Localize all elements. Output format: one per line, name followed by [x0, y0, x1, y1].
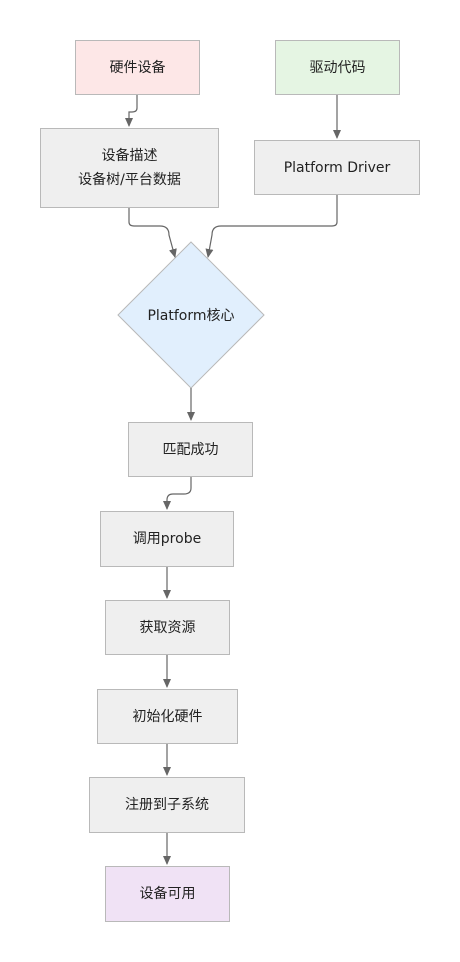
node-call-probe-label: 调用probe: [132, 531, 202, 547]
node-platform-driver-label: Platform Driver: [283, 159, 391, 176]
edge-hardware-to-device-desc: [125, 95, 138, 127]
node-driver-code-label: 驱动代码: [309, 59, 366, 76]
node-match-success-label: 匹配成功: [162, 441, 219, 458]
node-match-success: 匹配成功: [128, 422, 253, 477]
edge-platform-driver-to-platform-core: [205, 195, 338, 258]
node-device-desc-label: 设备描述 设备树/平台数据: [78, 148, 181, 188]
node-platform-core: Platform核心: [118, 242, 264, 388]
node-init-hardware-label: 初始化硬件: [132, 708, 203, 725]
node-call-probe: 调用probe: [100, 511, 234, 567]
node-device-desc: 设备描述 设备树/平台数据: [40, 128, 219, 208]
node-platform-core-label: Platform核心: [147, 308, 235, 324]
node-device-available-label: 设备可用: [139, 886, 196, 902]
node-hardware-label: 硬件设备: [109, 59, 166, 76]
node-init-hardware: 初始化硬件: [97, 689, 238, 744]
node-get-resources: 获取资源: [105, 600, 230, 655]
node-device-available: 设备可用: [105, 866, 230, 922]
node-platform-driver: Platform Driver: [254, 140, 420, 195]
node-hardware: 硬件设备: [75, 40, 200, 95]
node-get-resources-label: 获取资源: [139, 619, 196, 636]
node-register-subsystem-label: 注册到子系统: [125, 797, 209, 813]
node-driver-code: 驱动代码: [275, 40, 400, 95]
edge-match-success-to-call-probe: [163, 477, 192, 510]
node-register-subsystem: 注册到子系统: [89, 777, 245, 833]
edge-device-desc-to-platform-core: [128, 208, 177, 258]
